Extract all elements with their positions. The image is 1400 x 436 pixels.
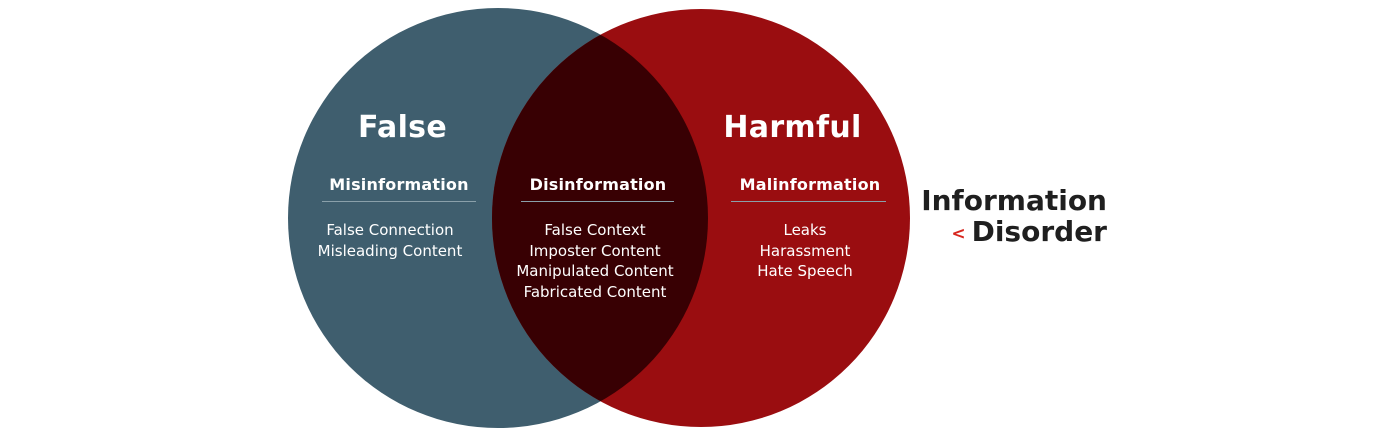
- brand-line-2-text: Disorder: [971, 215, 1107, 248]
- disinformation-title: Disinformation: [529, 175, 667, 194]
- chevron-left-icon: <: [951, 224, 966, 244]
- information-disorder-logo: Information <Disorder: [905, 185, 1107, 250]
- list-item: False Connection: [326, 221, 454, 239]
- list-item: Misleading Content: [317, 241, 463, 260]
- misinformation-items: False Connection Misleading Content: [300, 220, 480, 261]
- list-item: Harassment: [759, 241, 851, 260]
- malinformation-items: Leaks Harassment Hate Speech: [730, 220, 880, 282]
- misinformation-title: Misinformation: [329, 175, 469, 194]
- brand-line-2: <Disorder: [905, 216, 1107, 250]
- malinformation-divider: [731, 201, 886, 202]
- disinformation-divider: [521, 201, 674, 202]
- false-set-title: False: [358, 110, 447, 145]
- list-item: Manipulated Content: [516, 262, 674, 280]
- overlap-region: [492, 9, 708, 427]
- brand-line-1: Information: [921, 184, 1107, 217]
- malinformation-title: Malinformation: [739, 175, 881, 194]
- list-item: Leaks: [783, 221, 827, 239]
- list-item: False Context: [544, 221, 646, 239]
- list-item: Imposter Content: [529, 241, 661, 260]
- misinformation-divider: [322, 201, 476, 202]
- harmful-set-title: Harmful: [723, 110, 862, 145]
- disinformation-items: False Context Imposter Content Manipulat…: [500, 220, 690, 302]
- list-item: Fabricated Content: [523, 282, 667, 301]
- list-item: Hate Speech: [757, 262, 853, 280]
